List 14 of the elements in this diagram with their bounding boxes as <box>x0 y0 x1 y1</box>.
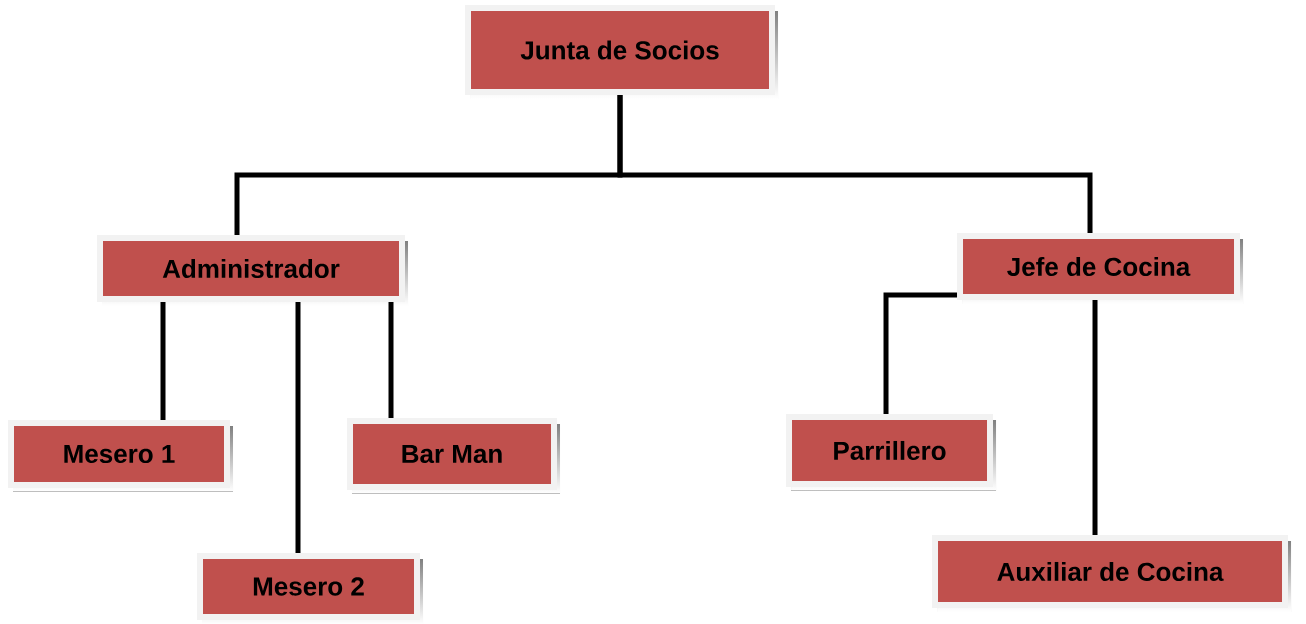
connector-line <box>388 302 394 418</box>
connector-line <box>617 95 1093 233</box>
connector-line <box>883 292 957 414</box>
connector-line <box>160 302 166 420</box>
org-box: Parrillero <box>786 414 996 491</box>
org-box: Bar Man <box>347 418 560 494</box>
org-box: Jefe de Cocina <box>957 233 1243 304</box>
org-box: Administrador <box>97 235 408 306</box>
org-box: Auxiliar de Cocina <box>932 535 1291 612</box>
org-box: Junta de Socios <box>465 5 778 99</box>
connector-line <box>295 302 301 553</box>
org-box: Mesero 1 <box>8 420 233 492</box>
org-box: Mesero 2 <box>197 553 423 624</box>
connector-line <box>1092 300 1098 535</box>
